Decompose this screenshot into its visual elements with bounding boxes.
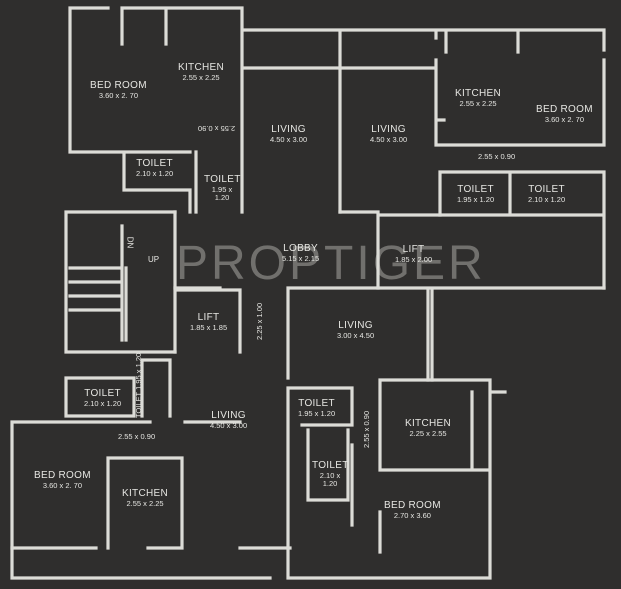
passage-label: 2.55 x 0.90 <box>198 124 236 133</box>
room-dim: 4.50 x 3.00 <box>210 420 248 430</box>
room-dim: 2.55 x 2.25 <box>459 98 497 108</box>
room-dim: 3.00 x 4.50 <box>337 330 375 340</box>
room-name: LIVING <box>271 124 306 135</box>
room-dim: 4.50 x 3.00 <box>370 134 408 144</box>
room-name: KITCHEN <box>122 488 168 499</box>
room-name: KITCHEN <box>455 88 501 99</box>
stair-down-label: DN <box>125 236 135 249</box>
room-name: KITCHEN <box>405 418 451 429</box>
room-name: LIFT <box>197 312 220 323</box>
stair-up-label: UP <box>148 255 160 264</box>
room-dim: 2.10 x 1.20 <box>528 194 566 204</box>
toilet-vertical-label: TOILET 1.95 x 1.20 <box>134 352 143 418</box>
room-name: TOILET <box>84 388 121 399</box>
room-name: TOILET <box>312 460 349 471</box>
passage-label: 2.55 x 0.90 <box>118 432 156 441</box>
room-name: BED ROOM <box>90 80 147 91</box>
room-dim: 2.25 x 2.55 <box>409 428 447 438</box>
room-name: BED ROOM <box>384 500 441 511</box>
room-dim: 2.55 x 2.25 <box>126 498 164 508</box>
room-name: LIVING <box>338 320 373 331</box>
passage-label: 2.55 x 0.90 <box>478 152 516 161</box>
room-dim: 1.95 x 1.20 <box>298 408 336 418</box>
watermark: PROPTIGER <box>176 237 486 290</box>
lobby-name: LOBBY <box>283 243 318 254</box>
room-name: LIVING <box>211 410 246 421</box>
walls <box>10 6 606 580</box>
lobby-dim: 5.15 x 2.15 <box>282 253 320 263</box>
passage-label: 2.25 x 1.00 <box>255 302 264 340</box>
room-name: KITCHEN <box>178 62 224 73</box>
room-name: TOILET <box>528 184 565 195</box>
room-dim: 1.85 x 1.85 <box>190 322 228 332</box>
room-dim: 3.60 x 2. 70 <box>544 114 585 124</box>
room-name: LIFT <box>402 244 425 255</box>
room-dim: 1.85 x 2.00 <box>395 254 433 264</box>
passage-label: 2.55 x 0.90 <box>362 410 371 448</box>
room-name: TOILET <box>457 184 494 195</box>
room-dim: 2.10 x 1.20 <box>319 470 341 489</box>
room-dim: 3.60 x 2. 70 <box>42 480 83 490</box>
room-dim: 2.10 x 1.20 <box>136 168 174 178</box>
room-dim: 2.55 x 2.25 <box>182 72 220 82</box>
room-name: BED ROOM <box>34 470 91 481</box>
room-dim: 2.70 x 3.60 <box>393 510 431 520</box>
room-dim: 4.50 x 3.00 <box>270 134 308 144</box>
room-name: BED ROOM <box>536 104 593 115</box>
room-dim: 2.10 x 1.20 <box>84 398 122 408</box>
room-name: TOILET <box>136 158 173 169</box>
room-dim: 3.60 x 2. 70 <box>98 90 139 100</box>
room-name: TOILET <box>298 398 335 409</box>
room-dim: 1.95 x 1.20 <box>457 194 495 204</box>
room-dim: 1.95 x 1.20 <box>211 184 233 203</box>
room-name: TOILET <box>204 174 241 185</box>
room-name: LIVING <box>371 124 406 135</box>
